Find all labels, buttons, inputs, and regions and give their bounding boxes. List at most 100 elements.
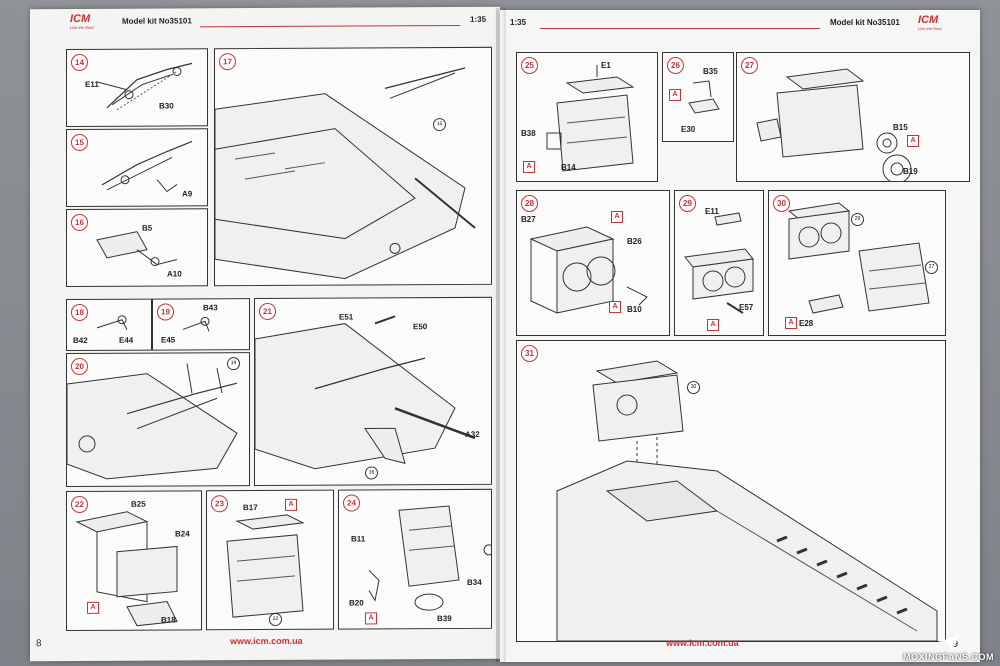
part-label: E50 bbox=[413, 322, 428, 332]
assembly-a-badge: A bbox=[285, 498, 297, 511]
assembly-a-badge: A bbox=[365, 612, 377, 625]
part-label: B25 bbox=[131, 499, 146, 509]
engine-accessories-drawing bbox=[368, 505, 491, 611]
part-label: B18 bbox=[161, 615, 176, 625]
step-25-panel: 25 E1 B38 B14 A bbox=[516, 52, 658, 182]
part-label: B24 bbox=[175, 529, 190, 539]
step-15-panel: 15 A9 bbox=[66, 128, 208, 208]
part-label: A9 bbox=[182, 189, 193, 199]
hull-side-drawing bbox=[255, 315, 476, 470]
part-label: B38 bbox=[521, 129, 536, 138]
part-label: B5 bbox=[142, 223, 153, 233]
scale-label: 1:35 bbox=[510, 18, 527, 27]
assembly-a-badge: A bbox=[907, 135, 919, 147]
assembly-a-badge: A bbox=[611, 211, 623, 223]
step-23-panel: 23 B17 A 22 bbox=[206, 489, 334, 631]
part-label: E30 bbox=[681, 125, 696, 134]
part-label: A10 bbox=[167, 269, 182, 279]
assembly-a-badge: A bbox=[87, 601, 99, 614]
step-ref-circle: 29 bbox=[851, 213, 864, 226]
part-label: E57 bbox=[739, 303, 754, 312]
page-number: 9 bbox=[952, 639, 958, 650]
step-number: 30 bbox=[773, 195, 790, 212]
step-30-panel: 30 29 27 E28 A bbox=[768, 190, 946, 336]
book-spine bbox=[496, 8, 506, 662]
part-label: E51 bbox=[339, 312, 354, 322]
part-label: B14 bbox=[561, 163, 576, 172]
header-rule bbox=[200, 24, 460, 28]
part-label: B30 bbox=[159, 101, 174, 111]
part-label: E1 bbox=[601, 61, 611, 70]
hull-front-drawing bbox=[67, 363, 238, 480]
step-number: 27 bbox=[741, 57, 758, 74]
step-28-panel: 28 B27 B26 B10 A A bbox=[516, 190, 670, 336]
step-21-panel: 21 E51 E50 A32 16 bbox=[254, 296, 492, 487]
suspension-spring-drawing bbox=[96, 62, 193, 111]
bracket-drawing bbox=[96, 231, 178, 267]
part-label: E11 bbox=[705, 207, 719, 216]
assembly-a-badge: A bbox=[785, 317, 797, 329]
part-label: B43 bbox=[203, 303, 218, 313]
step-number: 28 bbox=[521, 195, 538, 212]
step-27-panel: 27 B15 B19 A bbox=[736, 52, 970, 182]
kit-label: Model kit No35101 bbox=[830, 18, 900, 27]
step-number: 26 bbox=[667, 57, 684, 74]
step-ref-circle: 16 bbox=[365, 466, 378, 480]
bracket-19-drawing bbox=[182, 316, 210, 332]
bracket-18-drawing bbox=[96, 315, 128, 330]
bracket-26-drawing bbox=[688, 80, 720, 114]
part-label: B15 bbox=[893, 123, 908, 132]
step-29-panel: 29 E11 E57 A bbox=[674, 190, 764, 336]
step-number: 25 bbox=[521, 57, 538, 74]
engine-25-drawing bbox=[546, 65, 635, 172]
step-14-panel: 14 E11 B30 bbox=[66, 48, 208, 128]
kit-label: Model kit No35101 bbox=[122, 16, 192, 26]
scale-label: 1:35 bbox=[470, 14, 487, 24]
part-label: B10 bbox=[627, 305, 642, 314]
part-label: B26 bbox=[627, 237, 642, 246]
part-label: A32 bbox=[465, 429, 480, 439]
engine-27-drawing bbox=[756, 68, 912, 181]
header-rule bbox=[540, 28, 820, 29]
footer-url: www.icm.com.ua bbox=[230, 635, 303, 647]
watermark: MOXINGFANS.COM bbox=[902, 652, 994, 662]
assembly-a-badge: A bbox=[669, 89, 681, 101]
step-22-panel: 22 B25 B24 B18 A bbox=[66, 490, 202, 632]
step-18-panel: 18 B42 E44 bbox=[66, 298, 152, 352]
engine-frame-drawing bbox=[75, 511, 178, 627]
step-17-panel: 17 15 bbox=[214, 46, 492, 287]
assembly-a-badge: A bbox=[707, 319, 719, 331]
step-24-panel: 24 B11 B20 B34 B39 A bbox=[338, 488, 492, 630]
part-label: B11 bbox=[351, 534, 366, 544]
step-26-panel: 26 B35 E30 A bbox=[662, 52, 734, 142]
step-19-panel: 19 B43 E45 bbox=[152, 298, 250, 351]
page-number: 8 bbox=[36, 638, 42, 650]
transmission-28-drawing bbox=[529, 226, 648, 314]
part-label: E44 bbox=[119, 335, 134, 345]
part-label: B20 bbox=[349, 598, 364, 608]
paper-plane-icon bbox=[938, 634, 960, 650]
step-16-panel: 16 B5 A10 bbox=[66, 208, 208, 288]
step-ref-circle: 22 bbox=[269, 612, 282, 626]
step-20-panel: 20 19 bbox=[66, 352, 250, 488]
part-label: B17 bbox=[243, 503, 258, 513]
step-31-panel: 31 30 bbox=[516, 340, 946, 642]
step-number: 29 bbox=[679, 195, 696, 212]
part-label: B39 bbox=[437, 614, 452, 624]
part-label: E28 bbox=[799, 319, 814, 328]
part-label: B42 bbox=[73, 335, 88, 346]
part-label: E45 bbox=[161, 335, 176, 345]
engine-block-drawing bbox=[226, 514, 305, 618]
engine-transmission-drawing bbox=[787, 202, 930, 314]
part-label: E11 bbox=[85, 79, 99, 89]
assembly-a-badge: A bbox=[609, 301, 621, 313]
spring-assembly-drawing bbox=[101, 140, 193, 193]
footer-url: www.icm.com.ua bbox=[666, 638, 739, 648]
hull-assembly-drawing bbox=[215, 67, 476, 280]
part-label: B35 bbox=[703, 67, 718, 76]
transmission-29-drawing bbox=[684, 212, 754, 314]
